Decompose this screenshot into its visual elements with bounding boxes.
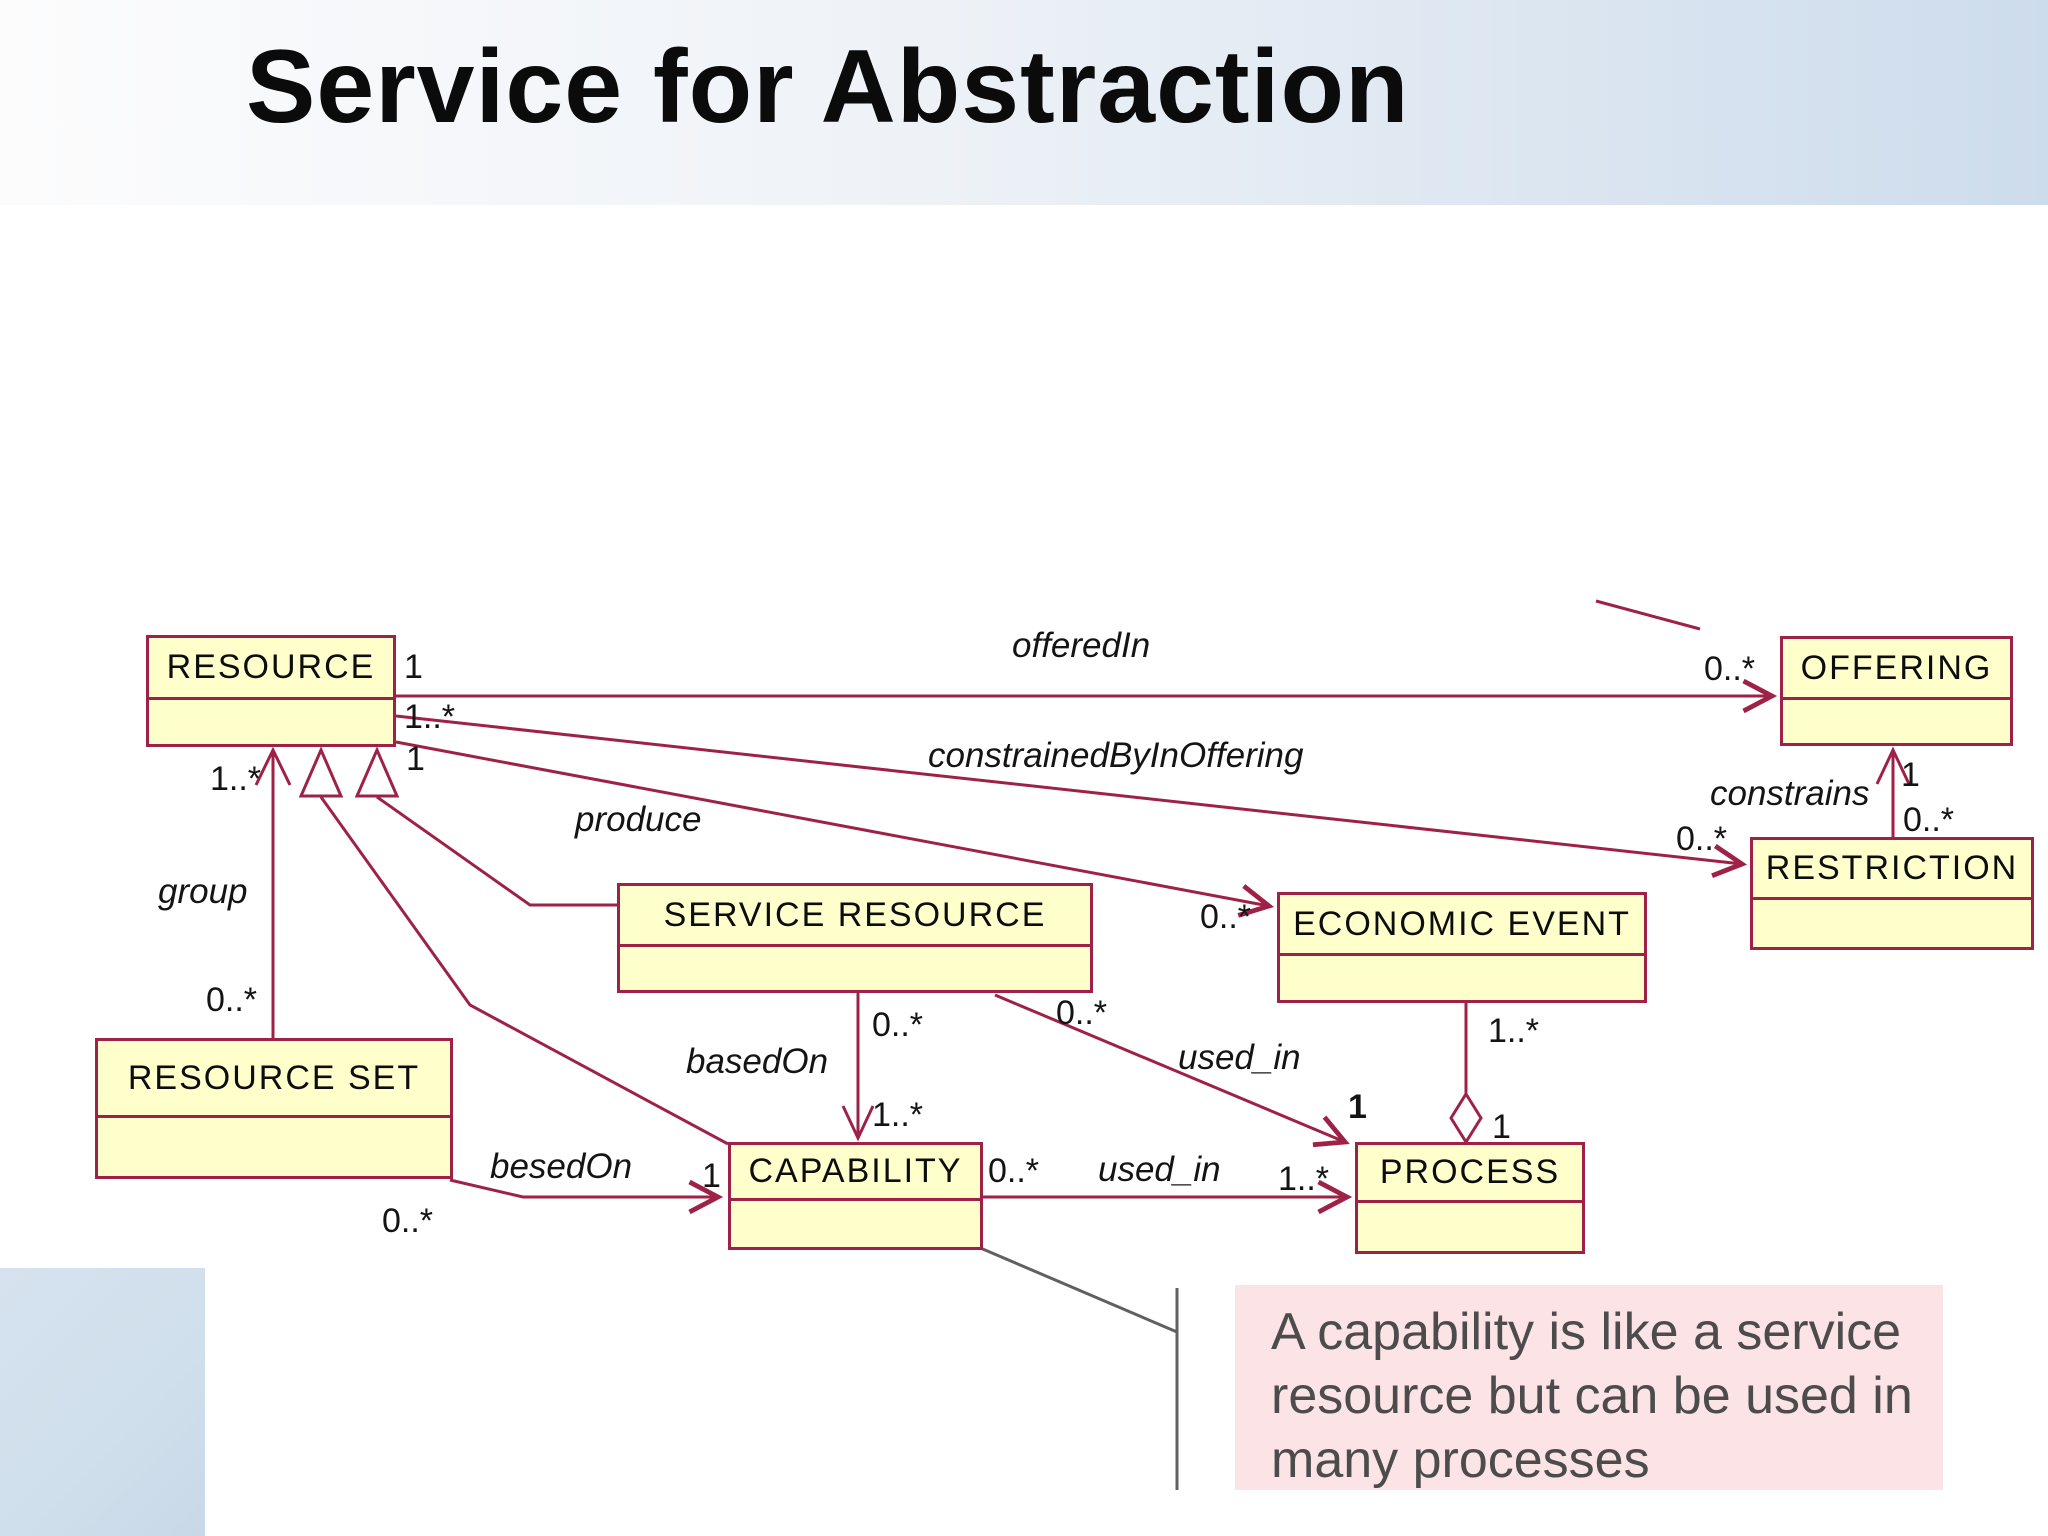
association-label-basedon: basedOn: [686, 1042, 829, 1081]
multiplicity-offeredin-resource: 1: [404, 648, 423, 686]
multiplicity-constrainedby-resource: 1..*: [404, 698, 456, 736]
multiplicity-usedin-process: 1..*: [1278, 1160, 1330, 1198]
class-body-service-resource: [620, 944, 1090, 990]
corner-decoration-block: [0, 1268, 205, 1536]
multiplicity-group-resource: 1..*: [210, 760, 262, 798]
association-usedin-service-resource-line: [994, 993, 1350, 1148]
class-title-capability: CAPABILITY: [748, 1152, 963, 1190]
header-band: [0, 0, 2048, 205]
multiplicity-besedon-resource-set: 0..*: [382, 1202, 434, 1240]
class-box-resource: RESOURCE: [146, 635, 396, 747]
note-text-line: A capability is like a service: [1271, 1303, 1902, 1361]
class-title-process: PROCESS: [1379, 1153, 1561, 1191]
class-body-process: [1358, 1200, 1582, 1251]
association-label-usedin-service-resource: used_in: [1178, 1038, 1301, 1077]
association-constrainedbyinoffering-line: [395, 714, 1748, 879]
multiplicity-basedon-capability: 1..*: [872, 1096, 924, 1134]
class-body-economic-event: [1280, 953, 1644, 1000]
basedon-arrowhead: [841, 1105, 875, 1142]
multiplicity-offeredin-offering: 0..*: [1704, 650, 1756, 688]
association-label-offeredin: offeredIn: [1012, 626, 1151, 665]
multiplicity-constrains-restriction: 0..*: [1903, 801, 1955, 839]
note-text-line: many processes: [1271, 1431, 1650, 1489]
stray-line: [1595, 599, 1701, 631]
class-body-resource-set: [98, 1115, 450, 1176]
generalization-triangle-2: [354, 746, 400, 798]
multiplicity-usedin-service-resource: 0..*: [1056, 994, 1108, 1032]
note-box: A capability is like a service resource …: [1235, 1285, 1943, 1490]
constrains-arrowhead: [1875, 746, 1911, 785]
generalization-service-resource-line: [376, 795, 617, 907]
class-title-service-resource: SERVICE RESOURCE: [663, 895, 1047, 934]
slide-title: Service for Abstraction: [246, 29, 1410, 145]
class-box-restriction: RESTRICTION: [1750, 837, 2034, 950]
class-title-restriction: RESTRICTION: [1765, 849, 2019, 887]
multiplicity-constrains-offering: 1: [1901, 756, 1920, 794]
class-box-capability: CAPABILITY: [728, 1142, 983, 1250]
class-title-resource-set: RESOURCE SET: [127, 1058, 421, 1097]
class-title-offering: OFFERING: [1800, 648, 1993, 687]
class-box-service-resource: SERVICE RESOURCE: [617, 883, 1093, 993]
association-label-produce: produce: [575, 800, 702, 839]
class-box-resource-set: RESOURCE SET: [95, 1038, 453, 1179]
class-body-restriction: [1753, 897, 2031, 947]
multiplicity-basedon-service-resource: 0..*: [872, 1006, 924, 1044]
multiplicity-besedon-capability: 1: [702, 1157, 721, 1195]
multiplicity-constrainedby-restriction: 0..*: [1676, 820, 1728, 858]
multiplicity-usedin-capability: 0..*: [988, 1152, 1040, 1190]
multiplicity-group-resource-set: 0..*: [206, 981, 258, 1019]
multiplicity-produce-resource: 1: [406, 740, 425, 778]
class-box-process: PROCESS: [1355, 1142, 1585, 1254]
generalization-capability-line: [319, 796, 729, 1146]
class-body-capability: [731, 1198, 980, 1247]
association-label-besedon: besedOn: [490, 1147, 633, 1186]
class-title-resource: RESOURCE: [166, 648, 376, 686]
class-body-offering: [1783, 697, 2010, 743]
class-title-economic-event: ECONOMIC EVENT: [1293, 904, 1631, 943]
aggregation-diamond: [1449, 1091, 1483, 1145]
class-body-resource: [149, 697, 393, 744]
association-label-usedin-capability: used_in: [1098, 1150, 1221, 1189]
association-label-constrainedbyinoffering: constrainedByInOffering: [928, 736, 1304, 775]
multiplicity-aggregation-economic-event: 1..*: [1488, 1012, 1540, 1050]
association-label-constrains: constrains: [1710, 774, 1870, 813]
generalization-triangle-1: [298, 746, 344, 798]
multiplicity-aggregation-process: 1: [1492, 1108, 1511, 1146]
group-arrowhead: [254, 746, 292, 786]
association-label-group: group: [158, 872, 248, 911]
multiplicity-produce-economic-event: 0..*: [1200, 898, 1252, 936]
association-besedon-line: [449, 1178, 724, 1215]
class-box-offering: OFFERING: [1780, 636, 2013, 746]
association-produce-line: [395, 740, 1275, 918]
class-box-economic-event: ECONOMIC EVENT: [1277, 892, 1647, 1003]
note-pointer-diagonal-line: [977, 1245, 1178, 1334]
multiplicity-usedin-process-bold: 1: [1348, 1088, 1367, 1126]
note-text-line: resource but can be used in: [1271, 1367, 1913, 1425]
